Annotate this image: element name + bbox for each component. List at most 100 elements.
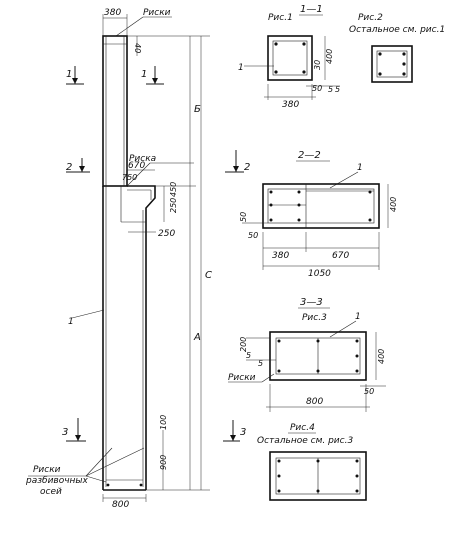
rebar-dot <box>402 62 406 66</box>
section-3-3: 3—3 Рис.3 1 200 5 5 Риски 400 50 800 <box>228 297 386 412</box>
rebar-dot <box>378 72 382 76</box>
rebar-dot <box>277 474 281 478</box>
leader-line <box>71 309 105 319</box>
cut-arrowhead <box>233 166 239 172</box>
leader-line <box>85 475 107 483</box>
fig3-title: Рис.3 <box>302 313 327 323</box>
fig1-dim-5b: 5 <box>335 85 340 94</box>
s22-dim-380: 380 <box>272 251 289 261</box>
cut-arrowhead <box>79 166 85 172</box>
rebar-dot <box>139 483 143 487</box>
s33-outline <box>269 331 367 381</box>
rebar-dot <box>269 218 273 222</box>
cut-2-left: 2 <box>66 162 72 173</box>
fig1-dim-380: 380 <box>282 100 299 110</box>
s22-dim-50a: 50 <box>239 212 248 222</box>
section-2-2: 2—2 1 400 50 50 380 670 1050 <box>239 150 398 279</box>
fig1-rebar <box>272 40 308 76</box>
rebar-dot <box>402 72 406 76</box>
leader-line <box>261 373 275 383</box>
dim-100: 100 <box>159 415 168 430</box>
pos-1-column: 1 <box>68 317 74 327</box>
label-riska: Риска <box>129 154 156 164</box>
rebar-dot <box>106 483 110 487</box>
fig1-outline <box>267 35 313 81</box>
fig2-outline <box>371 45 413 83</box>
rebar-dot <box>277 369 281 373</box>
s33-pos-1: 1 <box>355 312 361 322</box>
rebar-dot <box>274 42 278 46</box>
label-riski-bottom-2: разбивочных <box>25 476 89 486</box>
section-1-1: 1—1 Рис.1 1 380 400 30 50 5 5 <box>238 4 340 110</box>
dim-a: А <box>193 332 201 343</box>
fig1-dim-400: 400 <box>325 49 334 64</box>
dim-670: 670 <box>128 161 145 171</box>
leader-line <box>126 162 151 187</box>
console-outline <box>127 185 156 490</box>
cut-arrowhead <box>152 78 158 84</box>
dim-450: 450 <box>169 182 178 197</box>
rebar-dot <box>277 489 281 493</box>
leader-line <box>85 447 145 477</box>
column-elevation: 380 Риски 40 Риска 670 750 4 <box>25 8 250 510</box>
rebar-dot <box>355 489 359 493</box>
rebar-dot <box>269 203 273 207</box>
rebar-dot <box>277 459 281 463</box>
cut-arrowhead <box>230 435 236 441</box>
rebar-dot <box>378 52 382 56</box>
rebar-dot <box>355 369 359 373</box>
rebar-dot <box>316 339 320 343</box>
s22-dim-50b: 50 <box>248 231 258 240</box>
s33-dim-5b: 5 <box>258 359 263 368</box>
s22-outline <box>262 183 380 229</box>
s33-dim-5a: 5 <box>246 351 251 360</box>
rebar-dot <box>355 339 359 343</box>
s22-pos-1: 1 <box>357 163 363 173</box>
s33-dim-50: 50 <box>364 387 374 396</box>
cut-2-right: 2 <box>244 162 250 173</box>
rebar-dot <box>302 42 306 46</box>
fig1-pos-1: 1 <box>238 63 244 73</box>
cut-arrowhead <box>72 78 78 84</box>
leader-line <box>329 320 357 338</box>
dim-b: Б <box>194 104 201 115</box>
cut-1-right: 1 <box>141 69 147 80</box>
fig1-dim-50: 50 <box>312 84 322 93</box>
dim-250b: 250 <box>158 229 175 239</box>
leader-line <box>329 171 359 189</box>
upper-column-outline <box>102 35 128 187</box>
s22-rebar <box>267 188 375 224</box>
section-1-1-title: 1—1 <box>300 4 323 15</box>
s33-dim-200: 200 <box>239 337 248 352</box>
rebar-dot <box>297 203 301 207</box>
rebar-dot <box>277 339 281 343</box>
rebar-dot <box>316 369 320 373</box>
dim-800: 800 <box>112 500 129 510</box>
section-3-3-title: 3—3 <box>300 297 323 308</box>
s33-dim-800: 800 <box>306 397 323 407</box>
label-riski-bottom-1: Риски <box>33 465 61 475</box>
fig2-note: Остальное см. рис.1 <box>349 25 445 35</box>
fig2: Рис.2 Остальное см. рис.1 <box>349 13 445 83</box>
rebar-dot <box>355 474 359 478</box>
rebar-dot <box>316 459 320 463</box>
s22-dim-1050: 1050 <box>308 269 331 279</box>
fig2-rebar <box>376 50 408 78</box>
label-riski-top: Риски <box>143 8 171 18</box>
rebar-dot <box>368 218 372 222</box>
leader-line <box>115 16 144 37</box>
dim-250a: 250 <box>169 198 178 213</box>
rebar-dot <box>316 489 320 493</box>
fig4: Рис.4 Остальное см. рис.3 <box>257 423 367 501</box>
fig1-dim-30: 30 <box>313 60 322 70</box>
fig4-title: Рис.4 <box>290 423 315 433</box>
rebar-dot <box>297 218 301 222</box>
rebar-dot <box>302 70 306 74</box>
fig1-dim-5a: 5 <box>328 85 333 94</box>
fig4-note: Остальное см. рис.3 <box>257 436 353 446</box>
dim-750: 750 <box>122 173 137 182</box>
fig4-outline <box>269 451 367 501</box>
dim-top-40: 40 <box>133 43 142 53</box>
section-2-2-title: 2—2 <box>298 150 321 161</box>
cut-arrowhead <box>75 435 81 441</box>
